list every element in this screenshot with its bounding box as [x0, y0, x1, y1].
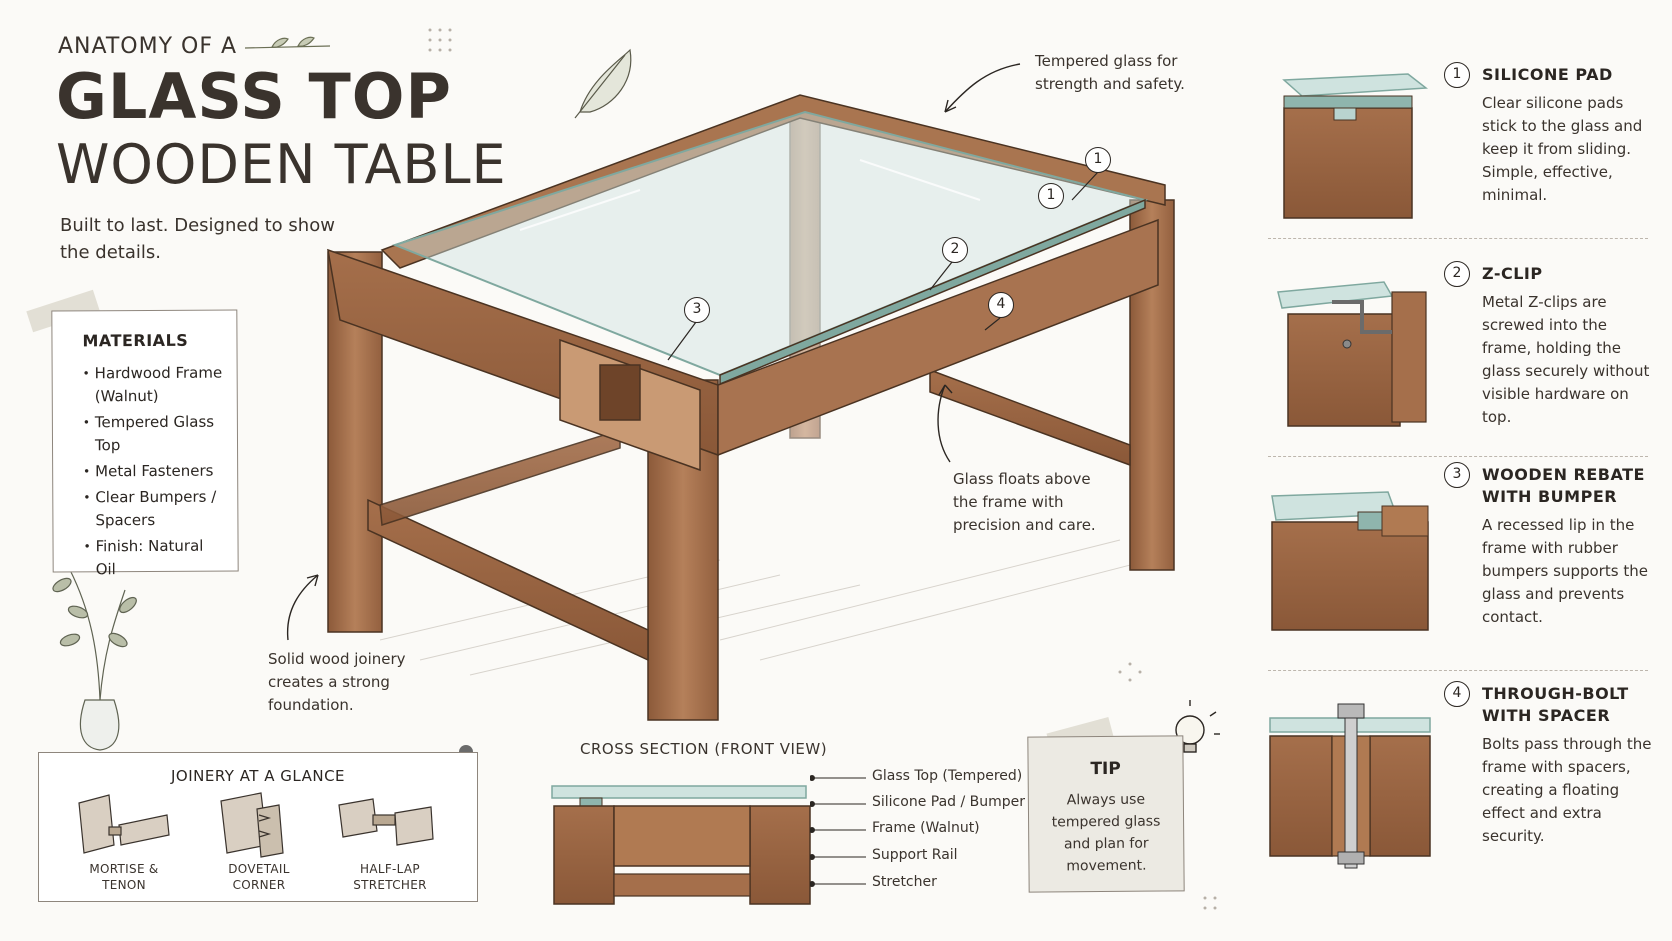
joinery-label-halflap: HALF-LAP STRETCHER: [353, 862, 427, 892]
callout-leaders: [667, 171, 1099, 361]
xsec-stretcher: [613, 873, 751, 897]
joinery-icons: [78, 792, 434, 858]
page-subtitle: WOODEN TABLE: [56, 133, 507, 196]
detail-2-title: Z-CLIP: [1482, 264, 1543, 283]
mortise-tenon-icon: [78, 794, 170, 854]
tip-card: TIP Always use tempered glass and plan f…: [1027, 735, 1185, 893]
detail-1-title: SILICONE PAD: [1482, 65, 1613, 84]
cross-section-diagram: [551, 785, 811, 905]
detail-1-illustration: [1282, 73, 1428, 219]
callout-3: 3: [684, 297, 710, 323]
detail-4-text: Bolts pass through the frame with spacer…: [1482, 735, 1652, 845]
detail-1-number: 1: [1444, 62, 1470, 88]
materials-card: MATERIALS Hardwood Frame (Walnut) Temper…: [51, 309, 239, 578]
detail-3-illustration: [1271, 491, 1429, 631]
materials-item: Hardwood Frame (Walnut): [83, 362, 223, 409]
callout-2: 2: [942, 237, 968, 263]
xsec-label-stretcher: Stretcher: [872, 874, 937, 890]
xsec-pad: [579, 797, 603, 807]
detail-4-number: 4: [1444, 681, 1470, 707]
joinery-label-dovetail: DOVETAIL CORNER: [228, 862, 290, 892]
detail-2-number: 2: [1444, 261, 1470, 287]
xsec-label-rail: Support Rail: [872, 847, 958, 863]
detail-3-number: 3: [1444, 462, 1470, 488]
glass-edge: [719, 198, 1146, 386]
annotation-float: Glass floats above the frame with precis…: [953, 470, 1096, 534]
rail-front-right: [717, 218, 1159, 457]
stretcher-right: [929, 368, 1131, 467]
tagline: Built to last. Designed to show the deta…: [60, 215, 335, 263]
xsec-frame-right: [749, 805, 811, 905]
xsec-rail: [613, 805, 751, 867]
leg-back-right: [1129, 199, 1175, 571]
xsec-label-glass: Glass Top (Tempered): [872, 768, 1023, 784]
rail-back: [380, 94, 1166, 269]
joinery-label-mortise: MORTISE & TENON: [89, 862, 159, 892]
materials-list: Hardwood Frame (Walnut) Tempered Glass T…: [83, 362, 224, 582]
kicker-text: ANATOMY OF A: [58, 34, 238, 59]
xsec-label-frame: Frame (Walnut): [872, 820, 980, 836]
detail-1-text: Clear silicone pads stick to the glass a…: [1482, 94, 1643, 204]
detail-4-illustration: [1269, 703, 1431, 869]
xsec-label-pad: Silicone Pad / Bumper: [872, 794, 1026, 810]
divider: [1268, 670, 1648, 671]
xsec-frame-left: [553, 805, 615, 905]
materials-item: Metal Fasteners: [83, 460, 223, 484]
detail-3-title: WOODEN REBATE WITH BUMPER: [1482, 465, 1645, 506]
table-illustration: [327, 94, 1175, 721]
cross-section-leaders: [810, 775, 866, 887]
callout-4: 4: [988, 292, 1014, 318]
vase-plant-icon: [52, 569, 137, 751]
leaf-icon: [574, 48, 632, 119]
materials-item: Clear Bumpers / Spacers: [83, 486, 223, 533]
detail-2-text: Metal Z-clips are screwed into the frame…: [1482, 293, 1650, 426]
tip-heading: TIP: [1090, 758, 1121, 780]
joinery-heading: JOINERY AT A GLANCE: [170, 767, 346, 785]
stretcher-front: [367, 498, 649, 662]
detail-2-illustration: [1277, 281, 1427, 427]
cross-section-title: CROSS SECTION (FRONT VIEW): [580, 740, 828, 758]
callout-1-secondary: 1: [1038, 183, 1064, 209]
detail-3-text: A recessed lip in the frame with rubber …: [1482, 516, 1648, 626]
cutaway-slot: [599, 364, 641, 421]
materials-item: Tempered Glass Top: [83, 411, 223, 458]
divider: [1268, 238, 1648, 239]
tip-text: Always use tempered glass and plan for m…: [1051, 791, 1161, 875]
page-title: GLASS TOP: [56, 60, 452, 133]
dovetail-corner-icon: [220, 792, 284, 858]
dot-pattern-decoration: [428, 28, 1217, 910]
xsec-glass: [551, 785, 807, 799]
detail-4-title: THROUGH-BOLT WITH SPACER: [1482, 684, 1629, 725]
annotation-joinery: Solid wood joinery creates a strong foun…: [268, 650, 406, 714]
materials-heading: MATERIALS: [82, 330, 189, 351]
joinery-card: JOINERY AT A GLANCE MORTISE & TENON DOVE…: [38, 752, 478, 902]
stretcher-left: [379, 428, 621, 526]
twig-decoration-icon: [244, 36, 331, 49]
materials-item: Finish: Natural Oil: [83, 535, 223, 582]
annotation-glass: Tempered glass for strength and safety.: [1035, 52, 1185, 93]
annotation-arrows: [286, 63, 1021, 641]
callout-1: 1: [1085, 147, 1111, 173]
half-lap-stretcher-icon: [338, 798, 434, 846]
divider: [1268, 456, 1648, 457]
